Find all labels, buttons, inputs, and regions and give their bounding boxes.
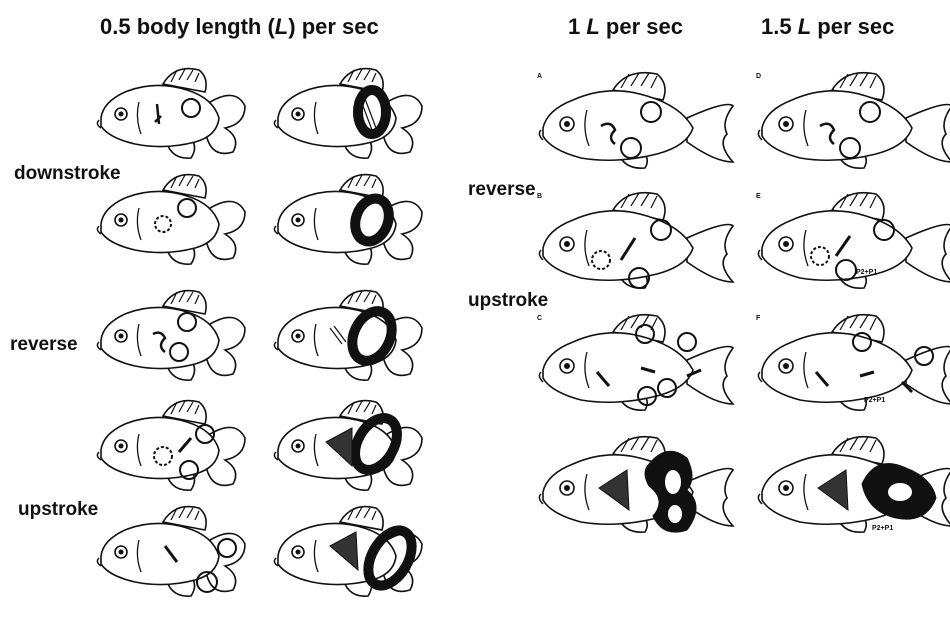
fish-right-c-2: F P2+P1 (756, 313, 950, 411)
fish-left-b-1 (96, 173, 246, 265)
fish-right-a-2: D (756, 71, 950, 169)
fish-right-c-1: C (537, 313, 734, 411)
title-one-body-length: 1 L per sec (568, 14, 683, 39)
fish-left-a-2 (273, 67, 423, 159)
fish-right-d-1 (538, 435, 734, 533)
panel-letter-f: F (756, 315, 761, 322)
panel-letter-e: E (756, 193, 761, 200)
panel-letter-c: C (537, 315, 542, 322)
fish-right-b-1: B (537, 191, 734, 289)
label-downstroke: downstroke (14, 163, 121, 184)
fish-left-e-1 (96, 505, 246, 597)
title-half-body-length: 0.5 body length (L) per sec (100, 14, 379, 39)
fish-right-b-2: E P2+P1 (756, 191, 950, 289)
panel-letter-d: D (756, 73, 761, 80)
fish-left-b-2 (273, 173, 423, 265)
fish-right-d-2: P2+P1 (757, 435, 950, 533)
label-reverse-left: reverse (10, 334, 78, 355)
vortex-label-p2p1-f: P2+P1 (864, 397, 885, 404)
vortex-label-p2p1-e: P2+P1 (856, 269, 877, 276)
fish-right-a-1: A (537, 71, 734, 169)
label-upstroke-left: upstroke (18, 499, 99, 520)
fish-left-e-2 (273, 505, 423, 597)
label-reverse-right: reverse (468, 179, 536, 200)
fish-left-d-1 (96, 399, 246, 491)
fish-left-d-2 (273, 399, 423, 491)
fish-left-a-1 (96, 67, 246, 159)
panel-letter-b: B (537, 193, 542, 200)
title-one-and-half-body-length: 1.5 L per sec (761, 14, 895, 39)
fish-left-c-1 (96, 289, 246, 381)
fish-left-c-2 (273, 289, 423, 381)
vortex-label-p2p1-d2: P2+P1 (872, 525, 893, 532)
label-upstroke-right: upstroke (468, 290, 549, 311)
panel-letter-a: A (537, 73, 542, 80)
